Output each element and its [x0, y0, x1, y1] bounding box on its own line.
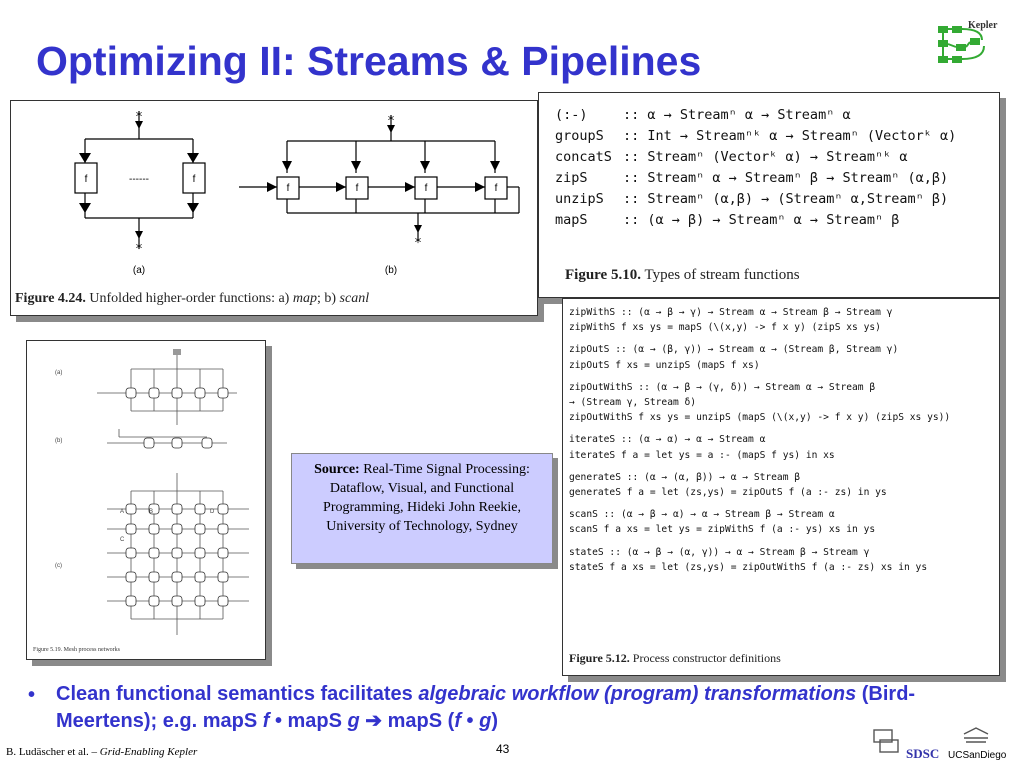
- svg-text:*: *: [415, 236, 422, 251]
- mesh-process-node: [194, 503, 206, 515]
- type-row: zipS:: Streamⁿ α → Streamⁿ β → Streamⁿ (…: [555, 170, 949, 186]
- kepler-logo: Kepler: [938, 20, 998, 63]
- mesh-process-node: [171, 547, 183, 559]
- code-line: generateS f a = let (zs,ys) = zipOutS f …: [569, 487, 887, 498]
- code-line: zipWithS :: (α → β → γ) → Stream α → Str…: [569, 307, 893, 318]
- mesh-process-node: [201, 437, 213, 449]
- mesh-process-node: [171, 523, 183, 535]
- mesh-process-node: [194, 547, 206, 559]
- mesh-process-node: [217, 503, 229, 515]
- svg-text:(c): (c): [55, 563, 62, 569]
- svg-text:f: f: [85, 174, 88, 185]
- code-line: generateS :: (α → (α, β)) → α → Stream β: [569, 471, 801, 483]
- mesh-process-node: [125, 595, 137, 607]
- svg-text:B: B: [149, 509, 153, 515]
- type-row: unzipS:: Streamⁿ (α,β) → (Streamⁿ α,Stre…: [555, 191, 949, 207]
- mesh-process-node: [217, 523, 229, 535]
- unfolded-functions-diagram: f f ------ f f f f (a) (b) * * * *: [74, 110, 520, 276]
- footer-credit: B. Ludäscher et al. – Grid-Enabling Kepl…: [6, 746, 198, 758]
- figure-5-10-panel: (:-):: α → Streamⁿ α → Streamⁿ α groupS:…: [538, 92, 1000, 298]
- code-line: zipOutS :: (α → (β, γ)) → Stream α → (St…: [569, 344, 899, 356]
- mesh-network-diagram: (a) (b) (c) A B C D Figure 5.19. Mesh pr…: [33, 349, 249, 653]
- mesh-process-node: [148, 547, 160, 559]
- code-line: zipOutS f xs = unzipS (mapS f xs): [569, 359, 760, 371]
- svg-text:f: f: [287, 183, 290, 194]
- svg-text:SDSC: SDSC: [906, 746, 939, 761]
- code-line: scanS f a xs = let ys = zipWithS f (a :-…: [569, 524, 876, 536]
- code-line: → (Stream γ, Stream δ): [569, 397, 697, 408]
- mesh-process-node: [171, 503, 183, 515]
- mesh-process-node: [217, 387, 229, 399]
- sdsc-ucsd-logo: SDSC UCSanDiego: [873, 727, 1007, 761]
- svg-text:A: A: [120, 509, 124, 515]
- svg-text:*: *: [136, 242, 143, 257]
- svg-text:f: f: [193, 174, 196, 185]
- mesh-source-node: [173, 349, 181, 355]
- mesh-process-node: [171, 571, 183, 583]
- code-line: iterateS :: (α → α) → α → Stream α: [569, 434, 766, 446]
- mesh-process-node: [125, 523, 137, 535]
- code-line: zipWithS f xs ys = mapS (\(x,y) -> f x y…: [569, 322, 881, 334]
- mesh-process-node: [217, 547, 229, 559]
- mesh-process-node: [125, 571, 137, 583]
- svg-text:f: f: [495, 183, 498, 194]
- svg-text:(b): (b): [385, 265, 397, 276]
- figure-5-10-caption: Figure 5.10. Types of stream functions: [565, 267, 800, 283]
- code-line: zipOutWithS f xs ys = unzipS (mapS (\(x,…: [569, 412, 951, 424]
- bullet-marker: •: [28, 684, 36, 706]
- mesh-process-node: [194, 571, 206, 583]
- mesh-process-node: [194, 523, 206, 535]
- svg-text:UCSanDiego: UCSanDiego: [948, 750, 1007, 761]
- mesh-process-node: [148, 503, 160, 515]
- mesh-process-node: [148, 571, 160, 583]
- mesh-process-node: [171, 437, 183, 449]
- figure-4-24-caption: Figure 4.24. Unfolded higher-order funct…: [15, 291, 370, 306]
- mesh-process-node: [148, 387, 160, 399]
- figure-5-12-caption: Figure 5.12. Process constructor definit…: [569, 651, 781, 665]
- mesh-process-node: [143, 437, 155, 449]
- mesh-process-node: [148, 523, 160, 535]
- mesh-process-node: [125, 503, 137, 515]
- svg-text:Figure 5.19. Mesh process netw: Figure 5.19. Mesh process networks: [33, 647, 121, 653]
- mesh-process-node: [171, 595, 183, 607]
- slide-title: Optimizing II: Streams & Pipelines: [36, 38, 702, 84]
- figure-5-19-panel: (a) (b) (c) A B C D Figure 5.19. Mesh pr…: [26, 340, 266, 660]
- figure-4-24-panel: f f ------ f f f f (a) (b) * * * * Figur…: [10, 100, 538, 316]
- mesh-process-node: [217, 595, 229, 607]
- page-number: 43: [496, 742, 510, 756]
- svg-text:C: C: [120, 537, 125, 543]
- svg-text:D: D: [210, 509, 215, 515]
- svg-text:f: f: [356, 183, 359, 194]
- svg-text:(a): (a): [55, 370, 62, 376]
- mesh-process-node: [171, 387, 183, 399]
- mesh-process-node: [125, 387, 137, 399]
- bullet-text: Clean functional semantics facilitates a…: [56, 683, 916, 732]
- svg-text:f: f: [425, 183, 428, 194]
- code-line: scanS :: (α → β → α) → α → Stream β → St…: [569, 509, 835, 521]
- type-row: mapS:: (α → β) → Streamⁿ α → Streamⁿ β: [555, 212, 900, 228]
- svg-text:(a): (a): [133, 265, 145, 276]
- mesh-process-node: [194, 387, 206, 399]
- mesh-process-node: [125, 547, 137, 559]
- type-row: concatS:: Streamⁿ (Vectorᵏ α) → Streamⁿᵏ…: [555, 149, 908, 165]
- code-line: stateS f a xs = let (zs,ys) = zipOutWith…: [569, 561, 928, 573]
- mesh-process-node: [194, 595, 206, 607]
- svg-text:------: ------: [129, 174, 149, 185]
- code-line: iterateS f a = let ys = a :- (mapS f ys)…: [569, 449, 835, 461]
- svg-text:*: *: [388, 114, 395, 129]
- figure-5-12-panel: zipWithS :: (α → β → γ) → Stream α → Str…: [562, 298, 1000, 676]
- svg-text:Kepler: Kepler: [968, 20, 998, 31]
- code-line: zipOutWithS :: (α → β → (γ, δ)) → Stream…: [569, 381, 876, 393]
- svg-text:*: *: [136, 110, 143, 125]
- source-note: Source: Real-Time Signal Processing: Dat…: [291, 453, 553, 564]
- type-row: (:-):: α → Streamⁿ α → Streamⁿ α: [555, 107, 851, 123]
- mesh-process-node: [148, 595, 160, 607]
- code-line: stateS :: (α → β → (α, γ)) → α → Stream …: [569, 546, 870, 558]
- svg-text:(b): (b): [55, 438, 62, 444]
- type-row: groupS:: Int → Streamⁿᵏ α → Streamⁿ (Vec…: [555, 128, 957, 144]
- mesh-process-node: [217, 571, 229, 583]
